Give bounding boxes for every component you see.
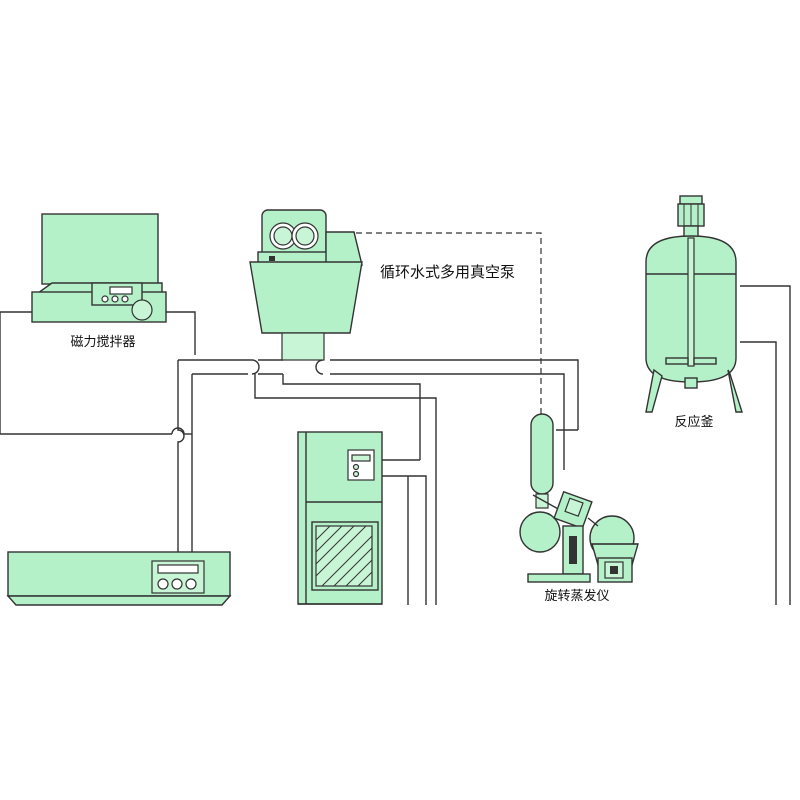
- magnetic-stirrer: 磁力搅拌器: [31, 213, 167, 350]
- vacuum-pump: 循环水式多用真空泵: [249, 209, 515, 361]
- rotary-evaporator: 旋转蒸发仪: [519, 413, 639, 604]
- vacuum-pump-label: 循环水式多用真空泵: [380, 263, 515, 281]
- temperature-controller: [6, 551, 232, 606]
- vacuum-line: [336, 232, 542, 414]
- reactor-vessel: 反应釜: [645, 195, 743, 430]
- reactor-label: 反应釜: [674, 414, 713, 430]
- chiller-unit: [297, 431, 383, 605]
- magnetic-stirrer-label: 磁力搅拌器: [70, 334, 135, 350]
- rotary-evaporator-label: 旋转蒸发仪: [544, 588, 609, 604]
